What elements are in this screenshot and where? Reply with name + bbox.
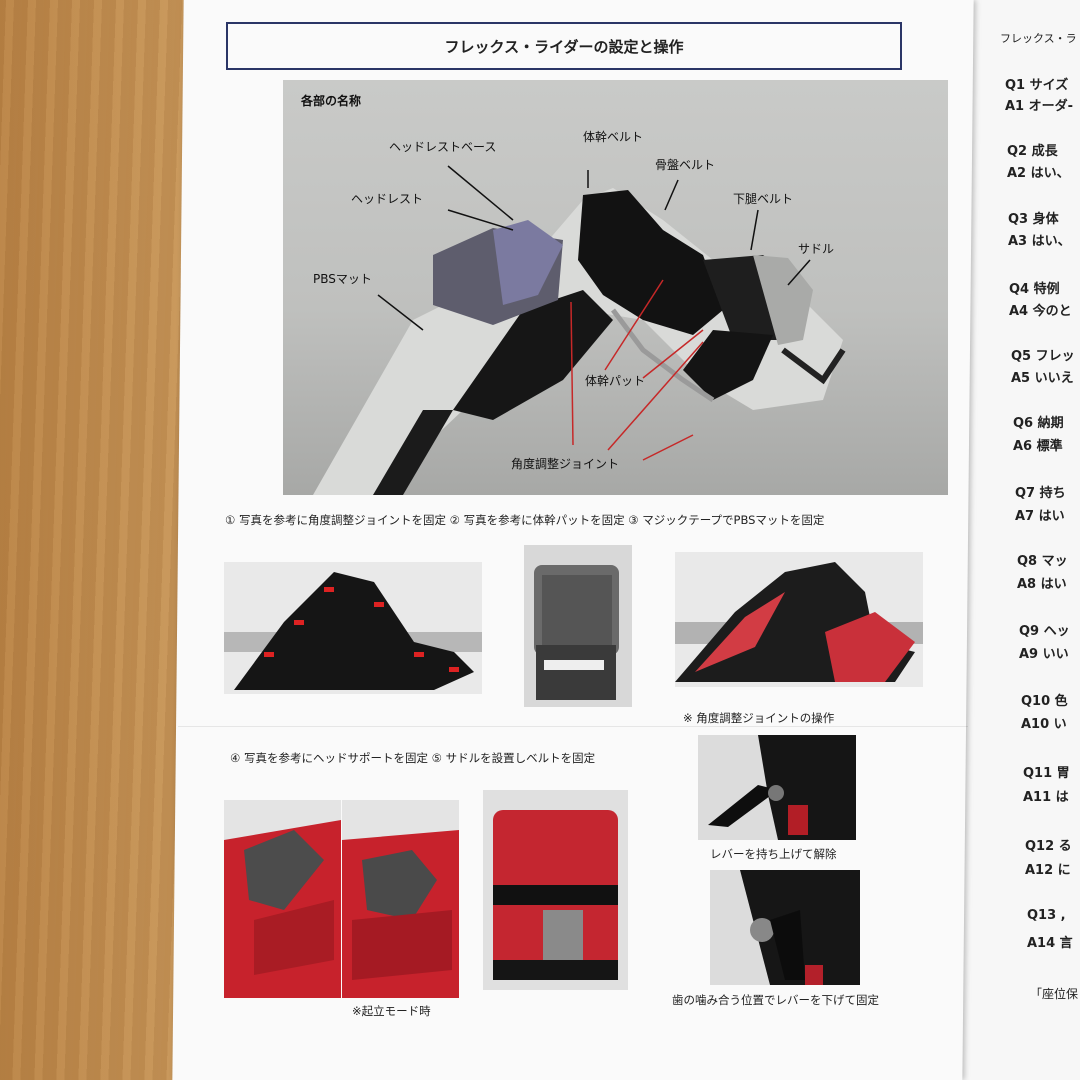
step4-headsupport-illustration-a [224, 800, 341, 998]
faq-line: A7 はい [1015, 509, 1065, 524]
lever-release-illustration [698, 735, 856, 840]
faq-line: Q6 納期 [1013, 416, 1064, 431]
faq-line: A9 いい [1019, 647, 1069, 662]
faq-line: Q13 , [1027, 908, 1066, 923]
faq-line: Q8 マッ [1017, 554, 1068, 569]
faq-line: Q5 フレッ [1011, 349, 1075, 364]
step2-pad-illustration [524, 545, 632, 707]
faq-line: A10 い [1021, 717, 1067, 732]
faq-footer: 「座位保 [1030, 987, 1079, 1001]
lever-fix-caption: 歯の噛み合う位置でレバーを下げて固定 [672, 993, 879, 1007]
step3-photo [675, 552, 923, 687]
step5-saddle-illustration [483, 790, 628, 990]
steps-4-5-caption: ④ 写真を参考にヘッドサポートを固定 ⑤ サドルを設置しベルトを固定 [230, 751, 596, 765]
steps-1-3-caption: ① 写真を参考に角度調整ジョイントを固定 ② 写真を参考に体幹パットを固定 ③ … [225, 513, 825, 527]
step4-headsupport-illustration-b [342, 800, 459, 998]
lever-fix-illustration [710, 870, 860, 985]
faq-line: Q4 特例 [1009, 282, 1060, 297]
faq-line: Q12 る [1025, 839, 1072, 854]
faq-line: Q3 身体 [1008, 212, 1059, 227]
label-pelvis-belt: 骨盤ベルト [655, 158, 716, 172]
label-saddle: サドル [798, 242, 835, 256]
step4-photo-a [224, 800, 341, 998]
step4-photo-b [342, 800, 459, 998]
lever-fix-photo [710, 870, 860, 985]
faq-line: A14 言 [1027, 936, 1073, 951]
faq-line: Q1 サイズ [1005, 78, 1069, 93]
label-trunk-belt: 体幹ベルト [583, 130, 644, 144]
faq-line: A2 はい、 [1007, 166, 1070, 181]
label-trunk-pad: 体幹パット [585, 374, 646, 388]
faq-line: A12 に [1025, 863, 1071, 878]
paper-fold [178, 726, 968, 727]
step5-photo [483, 790, 628, 990]
faq-line: Q2 成長 [1007, 144, 1058, 159]
faq-header: フレックス・ラ [1000, 32, 1077, 45]
faq-line: A5 いいえ [1011, 371, 1074, 386]
faq-line: A11 は [1023, 790, 1069, 805]
standing-mode-note: ※起立モード時 [352, 1004, 431, 1018]
step3-mat-illustration [675, 562, 923, 682]
label-headrest: ヘッドレスト [351, 192, 424, 206]
label-lower-leg-belt: 下腿ベルト [733, 192, 794, 206]
faq-line: A3 はい、 [1008, 234, 1071, 249]
label-angle-joint: 角度調整ジョイント [511, 457, 620, 471]
faq-line: Q10 色 [1021, 694, 1068, 709]
lever-release-photo [698, 735, 856, 840]
faq-line: A1 オーダ- [1005, 99, 1074, 114]
document-title: フレックス・ライダーの設定と操作 [226, 22, 902, 70]
faq-line: A4 今のと [1009, 304, 1072, 319]
faq-line: A6 標準 [1013, 439, 1063, 454]
flex-rider-illustration [313, 165, 846, 495]
step2-photo [524, 545, 632, 707]
faq-line: Q7 持ち [1015, 486, 1066, 501]
step1-joint-illustration [224, 572, 482, 690]
faq-line: Q11 胃 [1023, 766, 1070, 781]
lever-release-caption: レバーを持ち上げて解除 [710, 847, 837, 861]
faq-line: Q9 ヘッ [1019, 624, 1070, 639]
parts-section-label: 各部の名称 [301, 94, 362, 108]
label-headrest-base: ヘッドレストベース [389, 140, 497, 154]
parts-photo: 各部の名称 ヘッドレストベース 体幹ベルト 骨盤ベルト ヘッドレスト 下腿ベルト… [283, 80, 948, 495]
joint-operation-note: ※ 角度調整ジョイントの操作 [683, 711, 835, 725]
faq-line: A8 はい [1017, 577, 1067, 592]
step1-photo [224, 562, 482, 694]
label-pbs-mat: PBSマット [313, 272, 372, 286]
